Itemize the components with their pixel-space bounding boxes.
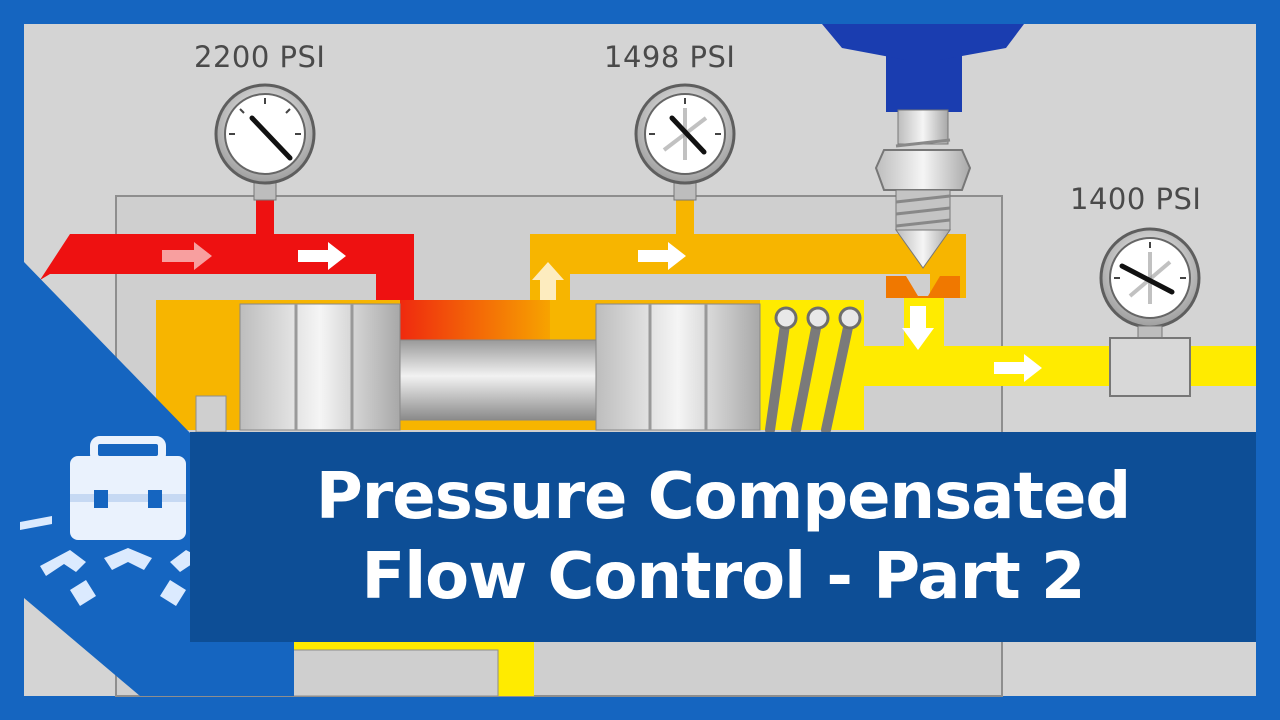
title-line-1: Pressure Compensated <box>315 460 1131 534</box>
flow-arrows <box>162 242 1042 382</box>
flow-arrow <box>162 242 212 270</box>
flow-arrow <box>902 306 934 350</box>
inlet-gauge-port <box>256 198 274 238</box>
flow-arrow <box>638 242 686 270</box>
adjust-knob <box>822 24 1024 60</box>
pressure-gauge-middle <box>634 83 736 201</box>
chamber-transition <box>400 300 550 340</box>
spool-rod <box>399 339 611 421</box>
flow-arrow <box>532 262 564 300</box>
chamber-left-inner <box>195 395 227 433</box>
flow-arrow <box>994 354 1042 382</box>
inlet-pressure-label: 2200 PSI <box>194 40 326 74</box>
middle-pressure-label: 1498 PSI <box>604 40 736 74</box>
spring <box>765 313 855 435</box>
title-banner: Pressure Compensated Flow Control - Part… <box>190 432 1256 642</box>
middle-gauge-port <box>676 198 694 238</box>
valve-seat <box>886 276 960 298</box>
spool-land-left <box>239 303 401 431</box>
spool-land-right <box>595 303 761 431</box>
hex-nut <box>874 149 972 191</box>
needle-tip <box>895 229 951 269</box>
outlet-gauge-fitting <box>1109 337 1191 397</box>
pressure-gauge-outlet <box>1099 227 1201 397</box>
flow-arrow <box>298 242 346 270</box>
title-line-2: Flow Control - Part 2 <box>361 540 1085 614</box>
outlet-pressure-label: 1400 PSI <box>1070 182 1202 216</box>
pressure-gauge-inlet <box>214 83 316 201</box>
spring-coils <box>774 306 862 330</box>
needle-valve <box>822 24 1024 298</box>
